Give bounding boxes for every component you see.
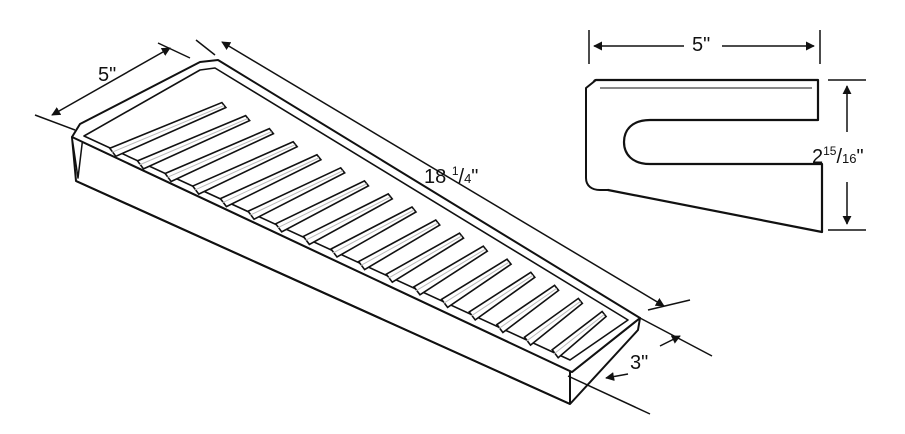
tray-slat-shadow (553, 314, 605, 355)
profile-width-label: 5" (692, 34, 711, 56)
tray-length-numerator: 1 (451, 164, 459, 178)
profile-shape (590, 78, 824, 234)
profile-lip (585, 79, 608, 191)
profile-height-unit: " (856, 146, 864, 168)
tray-length-whole: 18 (424, 166, 447, 188)
fraction-slash: / (836, 146, 843, 168)
profile-height-denominator: 16 (842, 151, 857, 166)
profile-side-view (585, 78, 824, 234)
tray-slat-shadow (526, 301, 581, 342)
tray-length-unit: " (471, 166, 479, 188)
profile-height-whole: 2 (812, 146, 824, 168)
profile-dimension-lines (588, 30, 866, 231)
tray-dimension-lines (34, 39, 713, 415)
tray-slat-shadow (111, 105, 225, 153)
tray-height-label: 3" (630, 352, 649, 374)
tray-length-label: 18 1/4" (424, 164, 479, 189)
tray-width-label: 5" (98, 64, 117, 86)
profile-height-numerator: 15 (823, 144, 837, 158)
fraction-slash: / (458, 166, 465, 188)
profile-height-label: 215/16" (812, 144, 864, 169)
tray-length-denominator: 4 (464, 171, 472, 186)
